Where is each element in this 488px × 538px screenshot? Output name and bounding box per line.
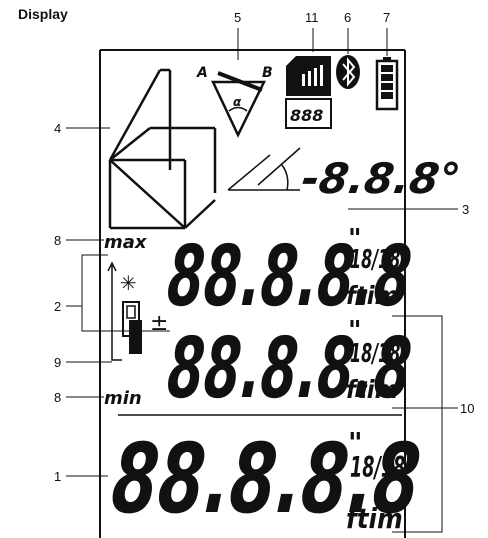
callout-3: 3 <box>462 202 469 217</box>
callout-5: 5 <box>234 10 241 25</box>
max-label: max <box>104 232 148 253</box>
point-a-label: A <box>196 65 208 81</box>
line1-inch-mark: " <box>348 224 362 254</box>
plus-minus-sign: ± <box>150 311 168 336</box>
memory-small-digits: 888 <box>290 106 323 125</box>
min-label: min <box>104 388 142 409</box>
main-units: ftim <box>346 504 403 535</box>
alpha-label: α <box>233 95 242 109</box>
callout-2: 2 <box>54 299 61 314</box>
callout-6: 6 <box>344 10 351 25</box>
callout-labels: 1 2 3 4 5 6 7 8 8 9 10 11 <box>54 10 474 484</box>
main-inch-mark: " <box>348 426 363 459</box>
angle-indicator: -8.8.8° <box>227 147 464 203</box>
battery-icon <box>375 57 399 111</box>
main-measurement-line: 88.8.8.8 " 18/18 ftim <box>108 423 424 536</box>
triangle-measure-icon: A B α <box>196 65 273 138</box>
callout-11: 11 <box>305 10 319 25</box>
memory-storage-icon: 888 <box>285 56 332 129</box>
line1-units: ftim <box>346 281 398 310</box>
callout-9: 9 <box>54 355 61 370</box>
callout-leaders <box>66 28 458 533</box>
line2-units: ftim <box>346 375 398 404</box>
reference-indicator: ✳ ± <box>107 261 168 361</box>
callout-7: 7 <box>383 10 390 25</box>
bluetooth-icon <box>336 55 360 89</box>
measurement-line-2: 88.8.8.8 " 18/18 ftim <box>165 316 415 417</box>
line1-fraction: 18/18 <box>350 245 400 275</box>
area-volume-icon <box>108 68 217 230</box>
callout-1: 1 <box>54 469 61 484</box>
lcd-frame <box>99 49 406 538</box>
measurement-line-1: 88.8.8.8 " 18/18 ftim <box>165 224 415 325</box>
main-fraction: 18/18 <box>350 451 405 485</box>
line2-fraction: 18/18 <box>350 339 400 369</box>
callout-8-min: 8 <box>54 390 61 405</box>
callout-8-max: 8 <box>54 233 61 248</box>
line2-digits: 88.8.8.8 <box>165 319 415 417</box>
angle-readout: -8.8.8° <box>299 154 464 203</box>
callout-10: 10 <box>460 401 474 416</box>
main-digits: 88.8.8.8 <box>108 423 424 536</box>
callout-4: 4 <box>54 121 61 136</box>
diagram-title: Display <box>18 6 68 22</box>
line2-inch-mark: " <box>348 316 362 346</box>
laser-star-icon: ✳ <box>120 271 137 295</box>
point-b-label: B <box>262 65 273 81</box>
line1-digits: 88.8.8.8 <box>165 227 415 325</box>
